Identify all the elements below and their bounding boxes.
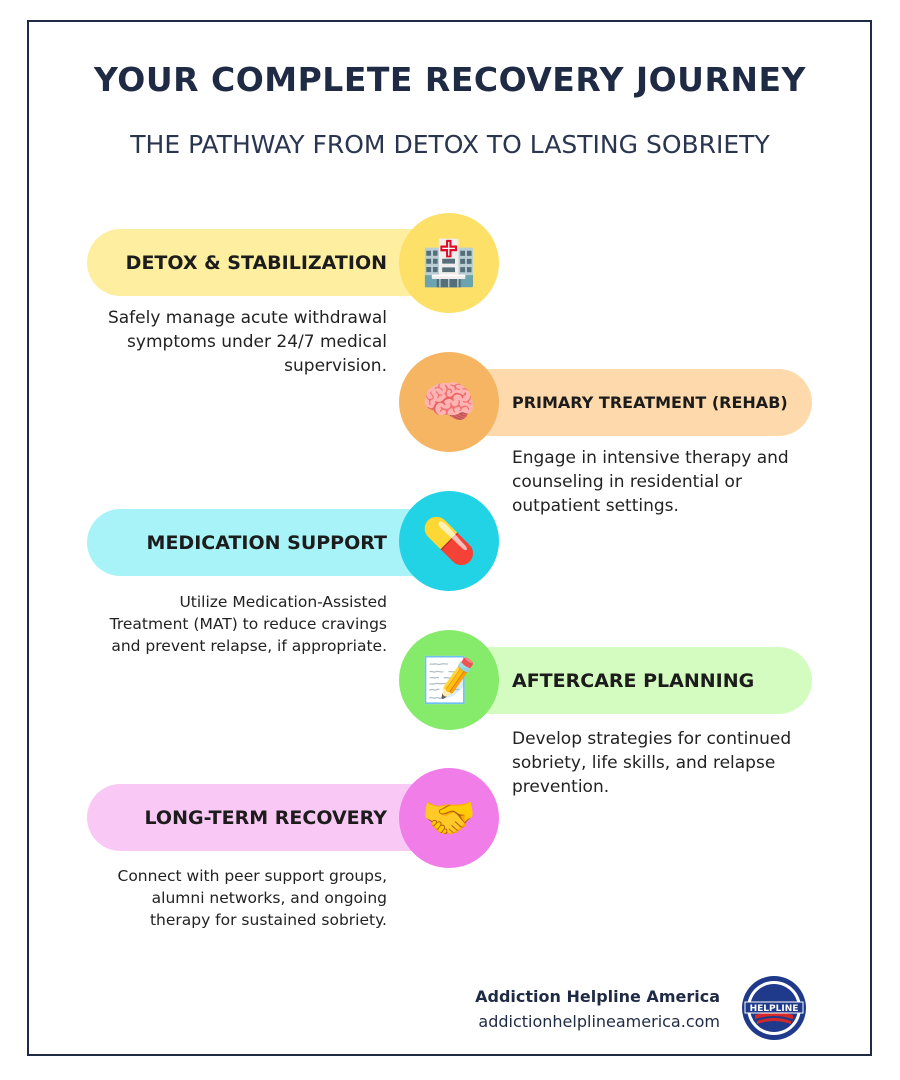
step-label: AFTERCARE PLANNING bbox=[512, 669, 755, 692]
step-description: Utilize Medication-Assisted Treatment (M… bbox=[109, 593, 387, 655]
handshake-icon: 🤝 bbox=[399, 768, 499, 868]
step-description: Develop strategies for continued sobriet… bbox=[512, 729, 792, 797]
infographic-frame bbox=[27, 20, 872, 1056]
helpline-logo-icon: HELPLINE bbox=[742, 976, 806, 1040]
brand-name: Addiction Helpline America bbox=[475, 987, 720, 1006]
step-label: PRIMARY TREATMENT (REHAB) bbox=[512, 393, 788, 412]
brain-icon: 🧠 bbox=[399, 352, 499, 452]
step-label: LONG-TERM RECOVERY bbox=[144, 806, 388, 829]
step-label: DETOX & STABILIZATION bbox=[125, 251, 387, 274]
hospital-icon: 🏥 bbox=[399, 213, 499, 313]
page-title: YOUR COMPLETE RECOVERY JOURNEY bbox=[94, 60, 806, 99]
step-description: Engage in intensive therapy and counseli… bbox=[512, 448, 789, 516]
step-description: Safely manage acute withdrawal symptoms … bbox=[107, 308, 387, 376]
pill-icon: 💊 bbox=[399, 491, 499, 591]
brand-url[interactable]: addictionhelplineamerica.com bbox=[478, 1012, 720, 1031]
step-description: Connect with peer support groups, alumni… bbox=[117, 867, 388, 929]
step-label: MEDICATION SUPPORT bbox=[146, 531, 387, 554]
memo-icon: 📝 bbox=[399, 630, 499, 730]
page-subtitle: THE PATHWAY FROM DETOX TO LASTING SOBRIE… bbox=[130, 130, 770, 159]
svg-text:HELPLINE: HELPLINE bbox=[750, 1004, 799, 1014]
